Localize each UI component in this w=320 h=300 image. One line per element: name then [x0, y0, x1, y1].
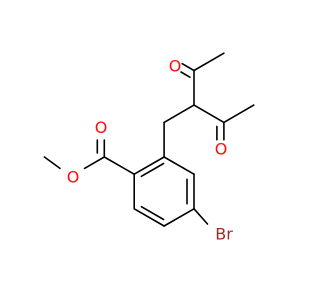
bond-ring-inner-3	[140, 205, 165, 221]
bond-ring-c4-c5	[163, 208, 195, 227]
bond-ring-c5-c6	[133, 208, 165, 227]
atom-o-ether: O	[67, 168, 80, 187]
bond-ester-o-single	[83, 156, 106, 170]
molecule-structure: O O O O Br	[43, 52, 255, 244]
bond-ch-ketone2	[193, 104, 225, 124]
bond-o-methyl	[43, 156, 61, 170]
bond-ketone2-methyl	[223, 104, 255, 124]
bond-ketone1-methyl	[193, 52, 225, 72]
atom-o-ketone-top: O	[169, 57, 182, 76]
bond-ring-c1-c2	[133, 156, 165, 175]
bond-ring-c2-c3	[163, 156, 195, 175]
atom-br: Br	[215, 225, 233, 244]
bond-c1-ester	[103, 156, 135, 175]
bond-ring-inner-1	[140, 162, 165, 178]
bond-ketone1-o-part2	[180, 71, 191, 78]
bond-c4-br	[193, 208, 209, 225]
atom-o-ketone-bottom: O	[215, 140, 228, 159]
molecule-canvas: O O O O Br	[43, 52, 255, 244]
atom-o-carbonyl: O	[95, 118, 108, 137]
bond-ch2-ch	[163, 104, 195, 124]
bond-ketone1-o-part1	[181, 62, 195, 72]
